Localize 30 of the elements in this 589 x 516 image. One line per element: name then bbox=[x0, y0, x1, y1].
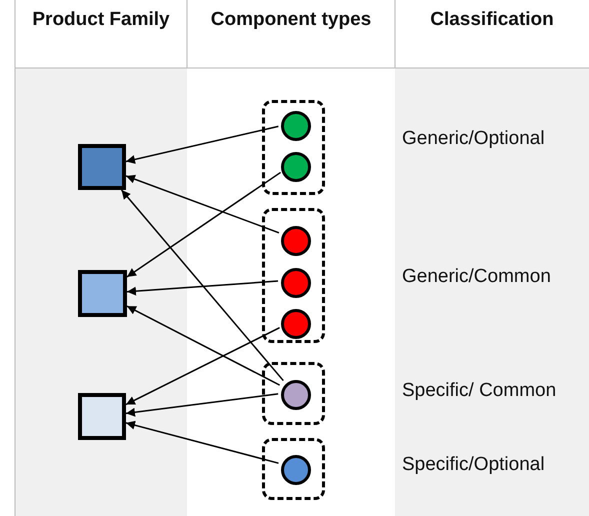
arrow bbox=[126, 174, 280, 234]
arrow bbox=[126, 172, 282, 278]
component-circle bbox=[281, 268, 311, 298]
classification-label: Specific/Optional bbox=[402, 454, 545, 476]
arrow bbox=[126, 327, 280, 406]
classification-label: Specific/ Common bbox=[402, 380, 556, 402]
dashed-group-box bbox=[262, 362, 325, 425]
product-family-square bbox=[78, 144, 126, 190]
classification-label: Generic/Common bbox=[402, 266, 551, 288]
column-header: Component types bbox=[210, 8, 372, 32]
arrow bbox=[120, 190, 284, 382]
dashed-group-box bbox=[262, 438, 325, 500]
component-circle bbox=[281, 226, 311, 256]
component-circle bbox=[281, 111, 311, 141]
column-header: Product Family bbox=[31, 8, 171, 32]
component-circle bbox=[281, 380, 311, 410]
column-header: Classification bbox=[429, 8, 555, 32]
classification-label: Generic/Optional bbox=[402, 128, 545, 150]
component-circle bbox=[281, 152, 311, 182]
arrow bbox=[126, 306, 280, 386]
arrow bbox=[126, 280, 278, 296]
product-family-square bbox=[78, 393, 126, 440]
dashed-group-box bbox=[262, 100, 325, 195]
arrow bbox=[126, 126, 279, 164]
dashed-group-box bbox=[262, 208, 325, 343]
product-family-square bbox=[78, 270, 127, 317]
arrow bbox=[126, 393, 278, 417]
arrow bbox=[126, 420, 279, 464]
component-circle bbox=[281, 309, 311, 339]
component-circle bbox=[281, 455, 311, 485]
